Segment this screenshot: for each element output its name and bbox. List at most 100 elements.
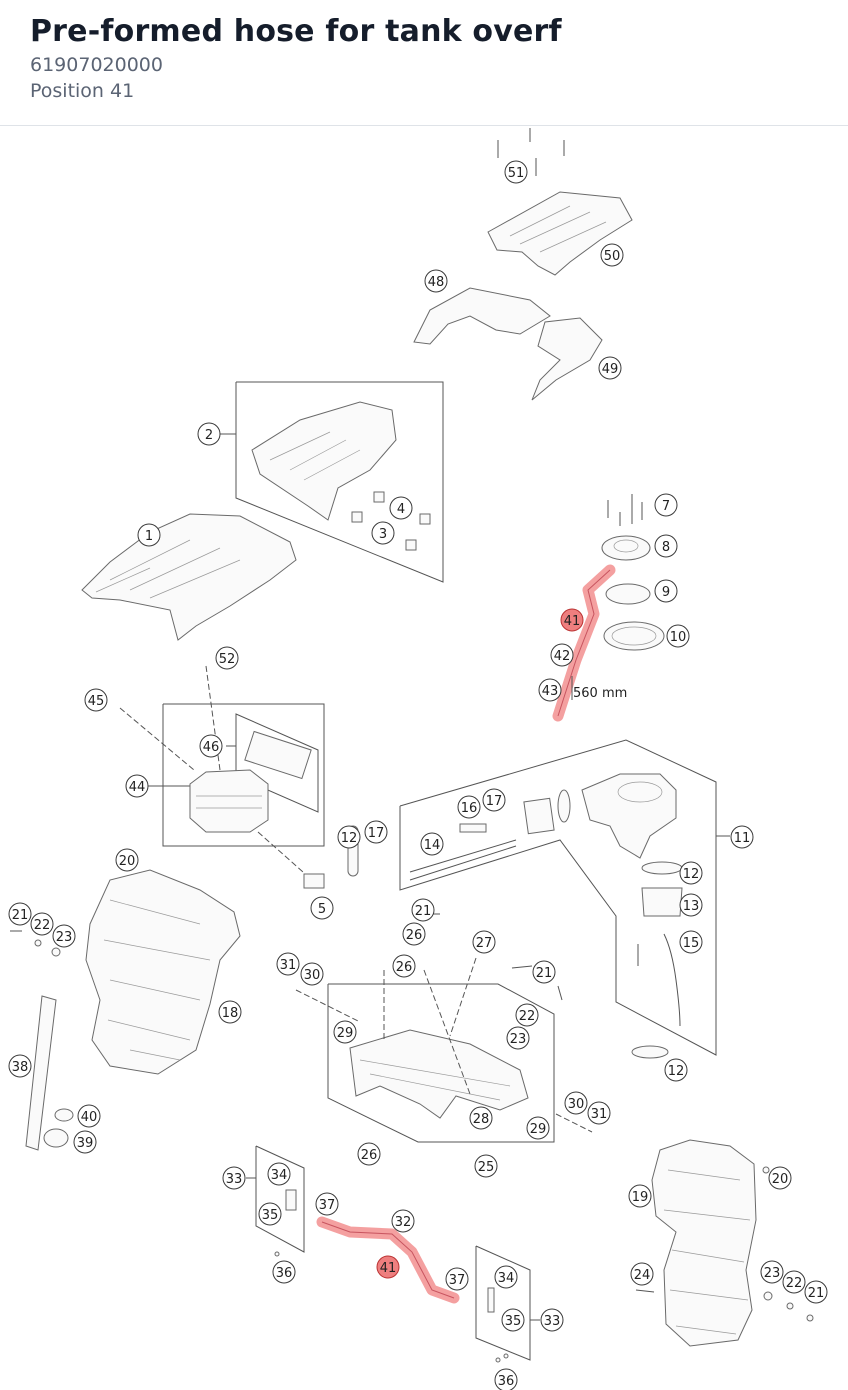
hose-length-label: 560 mm	[573, 686, 627, 701]
callout-31[interactable]: 31	[276, 952, 300, 976]
svg-text:12: 12	[341, 831, 358, 846]
callout-32[interactable]: 32	[391, 1209, 415, 1233]
callout-52[interactable]: 52	[215, 646, 239, 670]
callout-26[interactable]: 26	[357, 1142, 381, 1166]
callout-41-lower-highlighted[interactable]: 41	[376, 1255, 400, 1279]
intake-drawing	[347, 739, 730, 1059]
callout-49[interactable]: 49	[598, 356, 622, 380]
svg-text:34: 34	[271, 1168, 288, 1183]
svg-text:2: 2	[205, 428, 213, 443]
callout-33[interactable]: 33	[540, 1308, 564, 1332]
svg-text:20: 20	[772, 1172, 789, 1187]
callout-17[interactable]: 17	[364, 820, 388, 844]
svg-text:25: 25	[478, 1160, 495, 1175]
callout-11[interactable]: 11	[730, 825, 754, 849]
callout-30[interactable]: 30	[564, 1091, 588, 1115]
callout-21[interactable]: 21	[804, 1280, 828, 1304]
callout-8[interactable]: 8	[654, 534, 678, 558]
callout-26[interactable]: 26	[392, 954, 416, 978]
lower-right-bracket-drawing	[475, 1245, 540, 1363]
subframe-drawing	[295, 913, 593, 1143]
svg-text:41: 41	[564, 614, 581, 629]
callout-21[interactable]: 21	[411, 898, 435, 922]
callout-16[interactable]: 16	[457, 795, 481, 819]
callout-25[interactable]: 25	[474, 1154, 498, 1178]
callout-9[interactable]: 9	[654, 579, 678, 603]
callout-28[interactable]: 28	[469, 1106, 493, 1130]
callout-3[interactable]: 3	[371, 521, 395, 545]
callout-7[interactable]: 7	[654, 493, 678, 517]
svg-text:31: 31	[591, 1107, 608, 1122]
part-title: Pre-formed hose for tank overf	[30, 14, 562, 49]
callout-50[interactable]: 50	[600, 243, 624, 267]
callout-12[interactable]: 12	[337, 825, 361, 849]
callout-22[interactable]: 22	[782, 1270, 806, 1294]
callout-44[interactable]: 44	[125, 774, 149, 798]
svg-text:18: 18	[222, 1006, 239, 1021]
callout-12[interactable]: 12	[679, 861, 703, 885]
exploded-parts-diagram: 560 mm	[0, 127, 848, 1390]
callout-17[interactable]: 17	[482, 788, 506, 812]
callout-48[interactable]: 48	[424, 269, 448, 293]
callout-37[interactable]: 37	[445, 1267, 469, 1291]
svg-text:51: 51	[508, 166, 525, 181]
svg-text:35: 35	[505, 1314, 522, 1329]
callout-20[interactable]: 20	[768, 1166, 792, 1190]
lower-left-bracket-drawing	[246, 1145, 305, 1257]
callout-1[interactable]: 1	[137, 523, 161, 547]
callout-2[interactable]: 2	[197, 422, 221, 446]
callout-27[interactable]: 27	[472, 930, 496, 954]
callout-23[interactable]: 23	[760, 1260, 784, 1284]
callout-21[interactable]: 21	[532, 960, 556, 984]
callout-21[interactable]: 21	[8, 902, 32, 926]
callout-24[interactable]: 24	[630, 1262, 654, 1286]
callout-39[interactable]: 39	[73, 1130, 97, 1154]
callout-36[interactable]: 36	[494, 1368, 518, 1390]
callout-30[interactable]: 30	[300, 962, 324, 986]
callout-10[interactable]: 10	[666, 624, 690, 648]
callout-29[interactable]: 29	[526, 1116, 550, 1140]
callout-23[interactable]: 23	[52, 924, 76, 948]
callout-33[interactable]: 33	[222, 1166, 246, 1190]
svg-text:49: 49	[602, 362, 619, 377]
callout-43[interactable]: 43	[538, 678, 562, 702]
rear-rack-drawing	[413, 128, 633, 401]
svg-text:23: 23	[764, 1266, 781, 1281]
callout-37[interactable]: 37	[315, 1192, 339, 1216]
callout-20[interactable]: 20	[115, 848, 139, 872]
callout-35[interactable]: 35	[501, 1308, 525, 1332]
callout-15[interactable]: 15	[679, 930, 703, 954]
callout-51[interactable]: 51	[504, 160, 528, 184]
callout-18[interactable]: 18	[218, 1000, 242, 1024]
svg-text:24: 24	[634, 1268, 651, 1283]
callout-19[interactable]: 19	[628, 1184, 652, 1208]
callout-35[interactable]: 35	[258, 1202, 282, 1226]
callout-13[interactable]: 13	[679, 893, 703, 917]
callout-40[interactable]: 40	[77, 1104, 101, 1128]
callout-34[interactable]: 34	[494, 1265, 518, 1289]
callout-23[interactable]: 23	[506, 1026, 530, 1050]
part-header: Pre-formed hose for tank overf 619070200…	[0, 0, 848, 126]
callout-38[interactable]: 38	[8, 1054, 32, 1078]
svg-text:29: 29	[337, 1026, 354, 1041]
callout-31[interactable]: 31	[587, 1101, 611, 1125]
svg-text:42: 42	[554, 649, 571, 664]
callout-12[interactable]: 12	[664, 1058, 688, 1082]
callout-46[interactable]: 46	[199, 734, 223, 758]
callout-22[interactable]: 22	[30, 912, 54, 936]
callout-14[interactable]: 14	[420, 832, 444, 856]
callout-42[interactable]: 42	[550, 643, 574, 667]
callout-45[interactable]: 45	[84, 688, 108, 712]
svg-text:9: 9	[662, 585, 670, 600]
callout-41-upper-highlighted[interactable]: 41	[560, 608, 584, 632]
callout-34[interactable]: 34	[267, 1162, 291, 1186]
callout-26[interactable]: 26	[402, 922, 426, 946]
callout-5[interactable]: 5	[310, 896, 334, 920]
callout-36[interactable]: 36	[272, 1260, 296, 1284]
svg-text:46: 46	[203, 740, 220, 755]
svg-text:13: 13	[683, 899, 700, 914]
callout-29[interactable]: 29	[333, 1020, 357, 1044]
svg-text:27: 27	[476, 936, 493, 951]
callout-4[interactable]: 4	[389, 496, 413, 520]
callout-22[interactable]: 22	[515, 1003, 539, 1027]
